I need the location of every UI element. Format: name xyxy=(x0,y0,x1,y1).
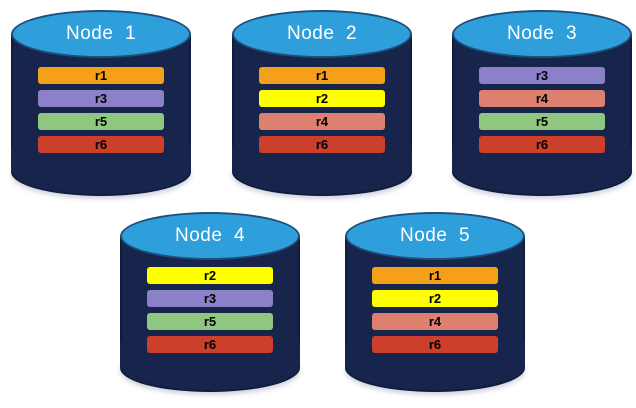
replica-bar[interactable]: r2 xyxy=(147,267,273,284)
cylinder-top-ellipse xyxy=(345,212,525,260)
cylinder-top-ellipse xyxy=(232,10,412,58)
replica-bar[interactable]: r2 xyxy=(372,290,498,307)
replica-bar[interactable]: r6 xyxy=(147,336,273,353)
replica-bar[interactable]: r5 xyxy=(147,313,273,330)
replica-bar[interactable]: r6 xyxy=(259,136,385,153)
replica-bar[interactable]: r5 xyxy=(479,113,605,130)
cylinder-top-ellipse xyxy=(11,10,191,58)
node-cylinder[interactable]: Node 3 r3 r4 r5 r6 xyxy=(452,10,632,196)
node-cylinder[interactable]: Node 1 r1 r3 r5 r6 xyxy=(11,10,191,196)
node-label: Node 3 xyxy=(506,23,578,44)
cylinder-top-ellipse xyxy=(120,212,300,260)
cylinder-top-ellipse xyxy=(452,10,632,58)
replica-list: r1 r2 r4 r6 xyxy=(372,267,498,353)
replica-bar[interactable]: r5 xyxy=(38,113,164,130)
node-cylinder[interactable]: Node 5 r1 r2 r4 r6 xyxy=(345,212,525,392)
node-cylinder[interactable]: Node 2 r1 r2 r4 r6 xyxy=(232,10,412,196)
node-label: Node 4 xyxy=(174,225,246,246)
replica-bar[interactable]: r4 xyxy=(479,90,605,107)
replica-bar[interactable]: r1 xyxy=(372,267,498,284)
replica-bar[interactable]: r1 xyxy=(38,67,164,84)
replica-bar[interactable]: r3 xyxy=(147,290,273,307)
replica-bar[interactable]: r6 xyxy=(479,136,605,153)
replica-bar[interactable]: r3 xyxy=(479,67,605,84)
replica-bar[interactable]: r2 xyxy=(259,90,385,107)
replica-bar[interactable]: r6 xyxy=(38,136,164,153)
node-label: Node 5 xyxy=(399,225,471,246)
replica-bar[interactable]: r6 xyxy=(372,336,498,353)
replica-list: r2 r3 r5 r6 xyxy=(147,267,273,353)
replica-bar[interactable]: r1 xyxy=(259,67,385,84)
node-cylinder[interactable]: Node 4 r2 r3 r5 r6 xyxy=(120,212,300,392)
node-label: Node 2 xyxy=(286,23,358,44)
replica-bar[interactable]: r4 xyxy=(372,313,498,330)
replica-list: r1 r3 r5 r6 xyxy=(38,67,164,153)
node-label: Node 1 xyxy=(65,23,137,44)
replica-list: r1 r2 r4 r6 xyxy=(259,67,385,153)
replica-bar[interactable]: r4 xyxy=(259,113,385,130)
replica-list: r3 r4 r5 r6 xyxy=(479,67,605,153)
replica-bar[interactable]: r3 xyxy=(38,90,164,107)
